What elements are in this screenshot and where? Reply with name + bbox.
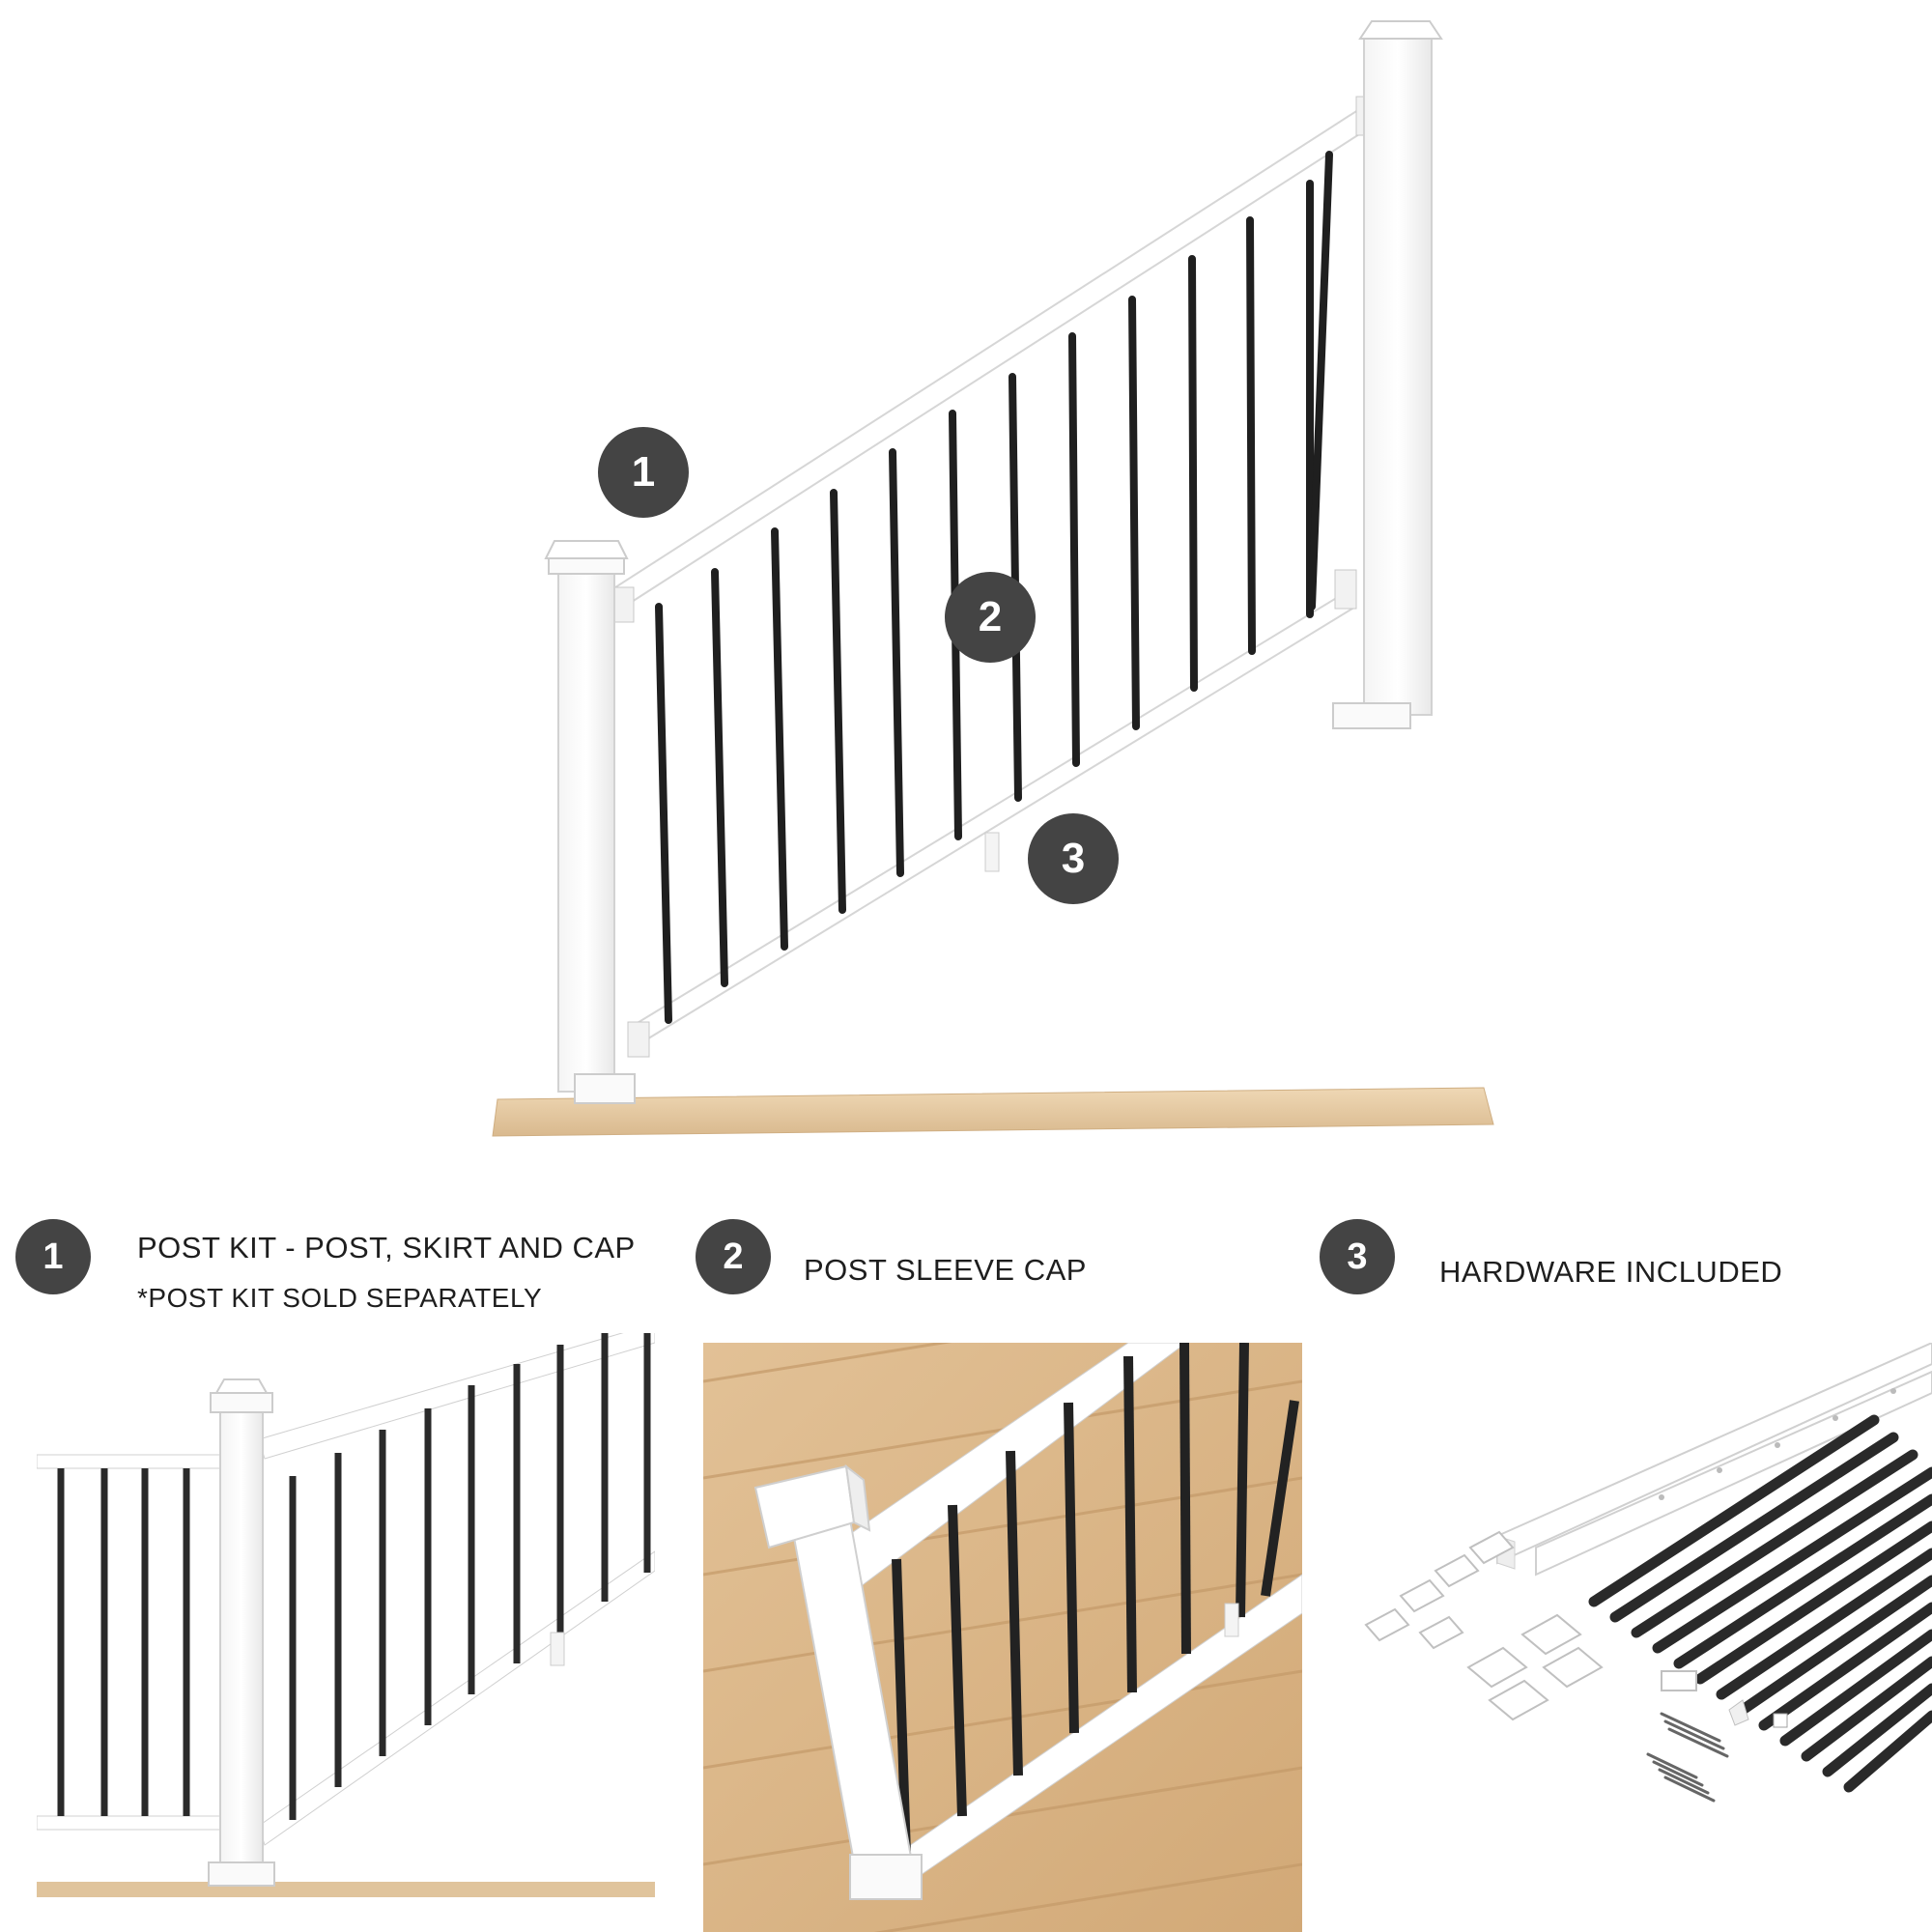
feature-3-title: HARDWARE INCLUDED (1439, 1255, 1783, 1289)
bracket-top-left (611, 586, 635, 623)
feature-2-number: 2 (696, 1219, 771, 1294)
feature-3-number: 3 (1320, 1219, 1395, 1294)
top-rail (611, 104, 1372, 612)
panel-post-sleeve-cap (703, 1343, 1302, 1932)
feature-1-note: *POST KIT SOLD SEPARATELY (137, 1283, 543, 1313)
marker-2: 2 (945, 572, 1036, 663)
feature-1-number: 1 (15, 1219, 91, 1294)
bracket-bottom-left (627, 1021, 650, 1058)
panel-post-kit (37, 1333, 655, 1897)
left-post-skirt (574, 1073, 636, 1104)
bracket-icon (1364, 1530, 1604, 1721)
right-post-cap (1358, 20, 1443, 40)
right-post-skirt (1332, 702, 1411, 729)
panel-hardware-included (1364, 1343, 1932, 1803)
feature-1-title: POST KIT - POST, SKIRT AND CAP (137, 1231, 636, 1264)
deck-board (492, 1087, 1494, 1137)
mid-support (984, 832, 1000, 872)
hero-stair-railing-illustration (492, 20, 1494, 1137)
screw-icon (1646, 1712, 1729, 1803)
feature-2-title: POST SLEEVE CAP (804, 1253, 1087, 1287)
left-post (557, 569, 615, 1093)
marker-3: 3 (1028, 813, 1119, 904)
left-post-cap (544, 540, 629, 559)
post-icon (219, 1409, 264, 1873)
right-post (1363, 38, 1433, 716)
bracket-bottom-right (1334, 569, 1357, 610)
marker-1: 1 (598, 427, 689, 518)
baluster-icon (1588, 1414, 1932, 1793)
balusters (655, 151, 1333, 1024)
